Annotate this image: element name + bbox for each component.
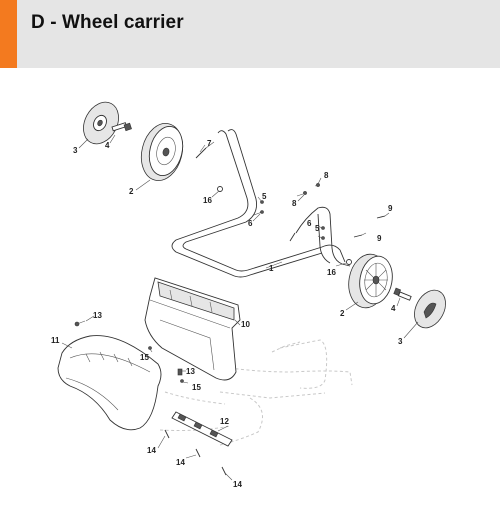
tube-frame [171, 129, 351, 278]
callout-11: 11 [51, 336, 60, 345]
callout-8-lower: 8 [292, 199, 297, 208]
callout-16-right: 16 [327, 268, 336, 277]
hub-cap-right [414, 289, 446, 329]
header-accent [0, 0, 17, 68]
callout-3-right: 3 [398, 337, 403, 346]
exploded-parts-diagram: 3 4 2 7 16 5 6 8 8 9 9 6 5 1 16 2 4 3 10… [51, 101, 446, 489]
callout-2-left: 2 [129, 187, 134, 196]
callout-5-lower: 5 [315, 224, 320, 233]
callout-9-upper: 9 [388, 204, 393, 213]
callout-1: 1 [269, 264, 274, 273]
callout-4-left: 4 [105, 141, 110, 150]
ghost-frame-outline [159, 339, 353, 446]
screws-9 [353, 215, 386, 238]
washer-16-right [346, 259, 352, 265]
washer-16-left [217, 186, 223, 192]
callout-6-upper: 6 [248, 219, 253, 228]
callout-14-middle: 14 [176, 458, 185, 467]
callout-9-lower: 9 [377, 234, 382, 243]
callout-15-upper: 15 [140, 353, 149, 362]
cover-11 [57, 335, 162, 431]
screws-13 [74, 320, 183, 376]
callout-8-upper: 8 [324, 171, 329, 180]
housing-10 [144, 277, 241, 381]
axle-bolt-right [393, 287, 412, 301]
rail-12 [171, 411, 233, 447]
leader-lines [61, 134, 419, 481]
callout-12: 12 [220, 417, 229, 426]
axle-bolt-left [111, 122, 132, 132]
page-title: D - Wheel carrier [31, 12, 184, 33]
callout-10: 10 [241, 320, 250, 329]
callout-13-lower: 13 [186, 367, 195, 376]
header-bar: D - Wheel carrier [0, 0, 500, 68]
screws-15 [148, 346, 184, 383]
screws-8 [296, 183, 320, 197]
wheel-right [348, 253, 393, 309]
bolt-7 [195, 141, 215, 159]
screws-5-6-left [253, 200, 264, 216]
callout-5-upper: 5 [262, 192, 267, 201]
callout-13-upper: 13 [93, 311, 102, 320]
callout-16-left: 16 [203, 196, 212, 205]
callout-labels: 3 4 2 7 16 5 6 8 8 9 9 6 5 1 16 2 4 3 10… [51, 139, 403, 489]
callout-6-lower: 6 [307, 219, 312, 228]
callout-7: 7 [207, 139, 212, 148]
callout-3-left: 3 [73, 146, 78, 155]
wheel-left [140, 123, 184, 181]
callout-15-lower: 15 [192, 383, 201, 392]
callout-14-left: 14 [147, 446, 156, 455]
screws-5-6-right [321, 226, 325, 240]
callout-4-right: 4 [391, 304, 396, 313]
hub-cap-left [83, 101, 119, 145]
callout-2-right: 2 [340, 309, 345, 318]
callout-14-right: 14 [233, 480, 242, 489]
